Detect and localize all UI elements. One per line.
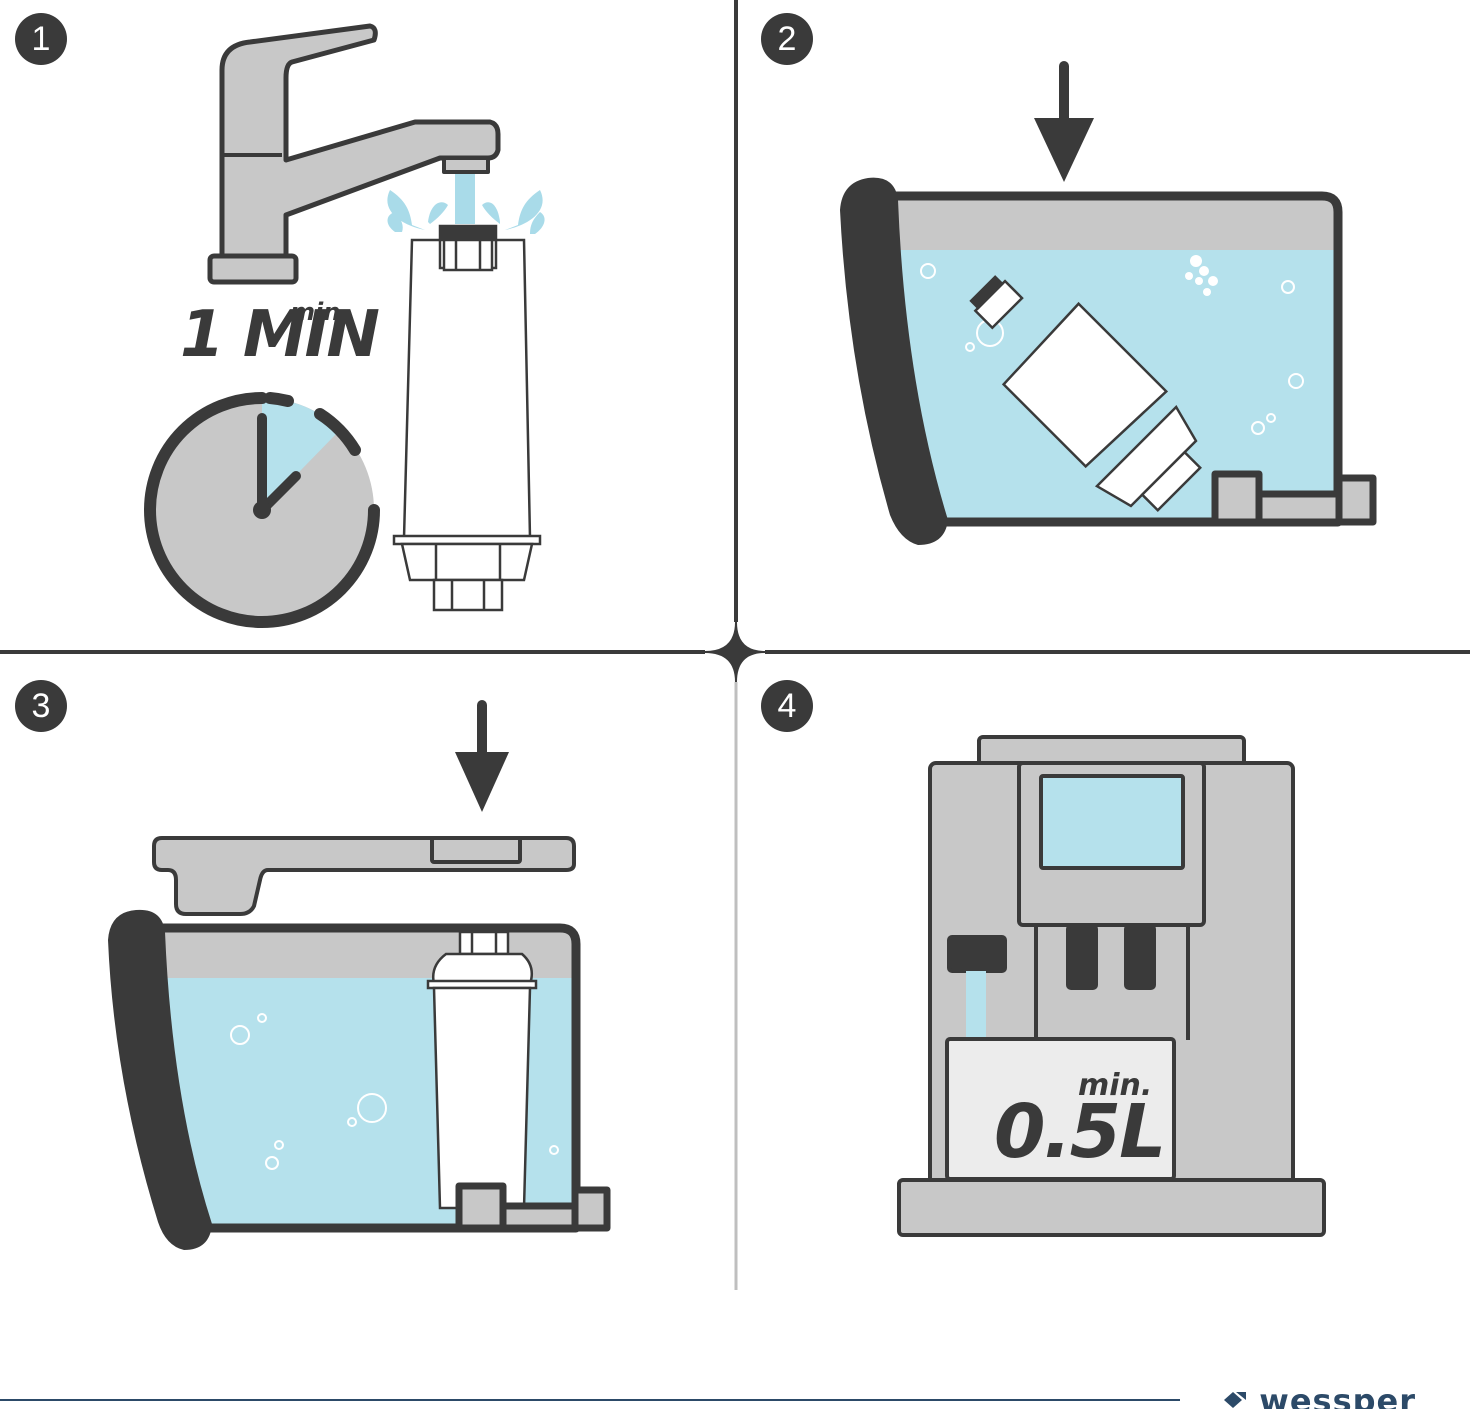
step-number-3: 3	[15, 680, 67, 732]
volume-min-label: min.	[1078, 1068, 1153, 1103]
submerged-filter	[969, 275, 1202, 512]
volume-label: 0.5L	[994, 1089, 1166, 1175]
step-number-4: 4	[761, 680, 813, 732]
duration-label: 1 MIN	[180, 298, 380, 372]
faucet-icon	[207, 23, 501, 285]
arrow-down-icon	[455, 700, 509, 812]
coffee-machine-icon	[897, 735, 1326, 1237]
brand-logo-mark	[1224, 1392, 1246, 1408]
duration-min-label: min.	[290, 298, 350, 326]
water-filter-cartridge	[392, 224, 542, 612]
water-tank-with-filter	[108, 909, 611, 1250]
clock-icon	[143, 392, 380, 629]
brand-name: wessper	[1259, 1382, 1416, 1409]
step-number-1: 1	[15, 13, 67, 65]
tank-lid	[152, 836, 576, 916]
water-tank-soaking	[840, 177, 1377, 545]
step-number-2: 2	[761, 13, 813, 65]
water-stream-icon	[387, 174, 545, 234]
arrow-down-icon	[1034, 61, 1094, 182]
inserted-filter	[426, 930, 538, 1210]
